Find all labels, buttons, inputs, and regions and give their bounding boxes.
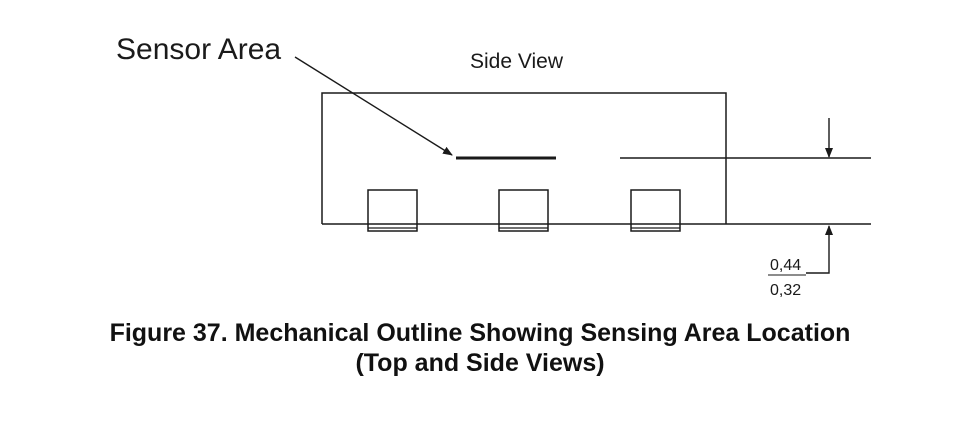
pad bbox=[630, 189, 681, 232]
sensor-area-leader-arrow bbox=[294, 56, 453, 156]
figure-caption-subtitle: (Top and Side Views) bbox=[355, 349, 605, 377]
figure-caption-title: Figure 37. Mechanical Outline Showing Se… bbox=[109, 319, 851, 347]
dimension-lower-value: 0,32 bbox=[770, 282, 801, 299]
pad bbox=[498, 189, 549, 232]
sensor-area-label: Sensor Area bbox=[116, 33, 281, 66]
dimension-arrow-bottom bbox=[806, 225, 833, 274]
dimension-upper-value: 0,44 bbox=[770, 257, 801, 274]
view-title: Side View bbox=[470, 50, 564, 73]
pad bbox=[367, 189, 418, 232]
